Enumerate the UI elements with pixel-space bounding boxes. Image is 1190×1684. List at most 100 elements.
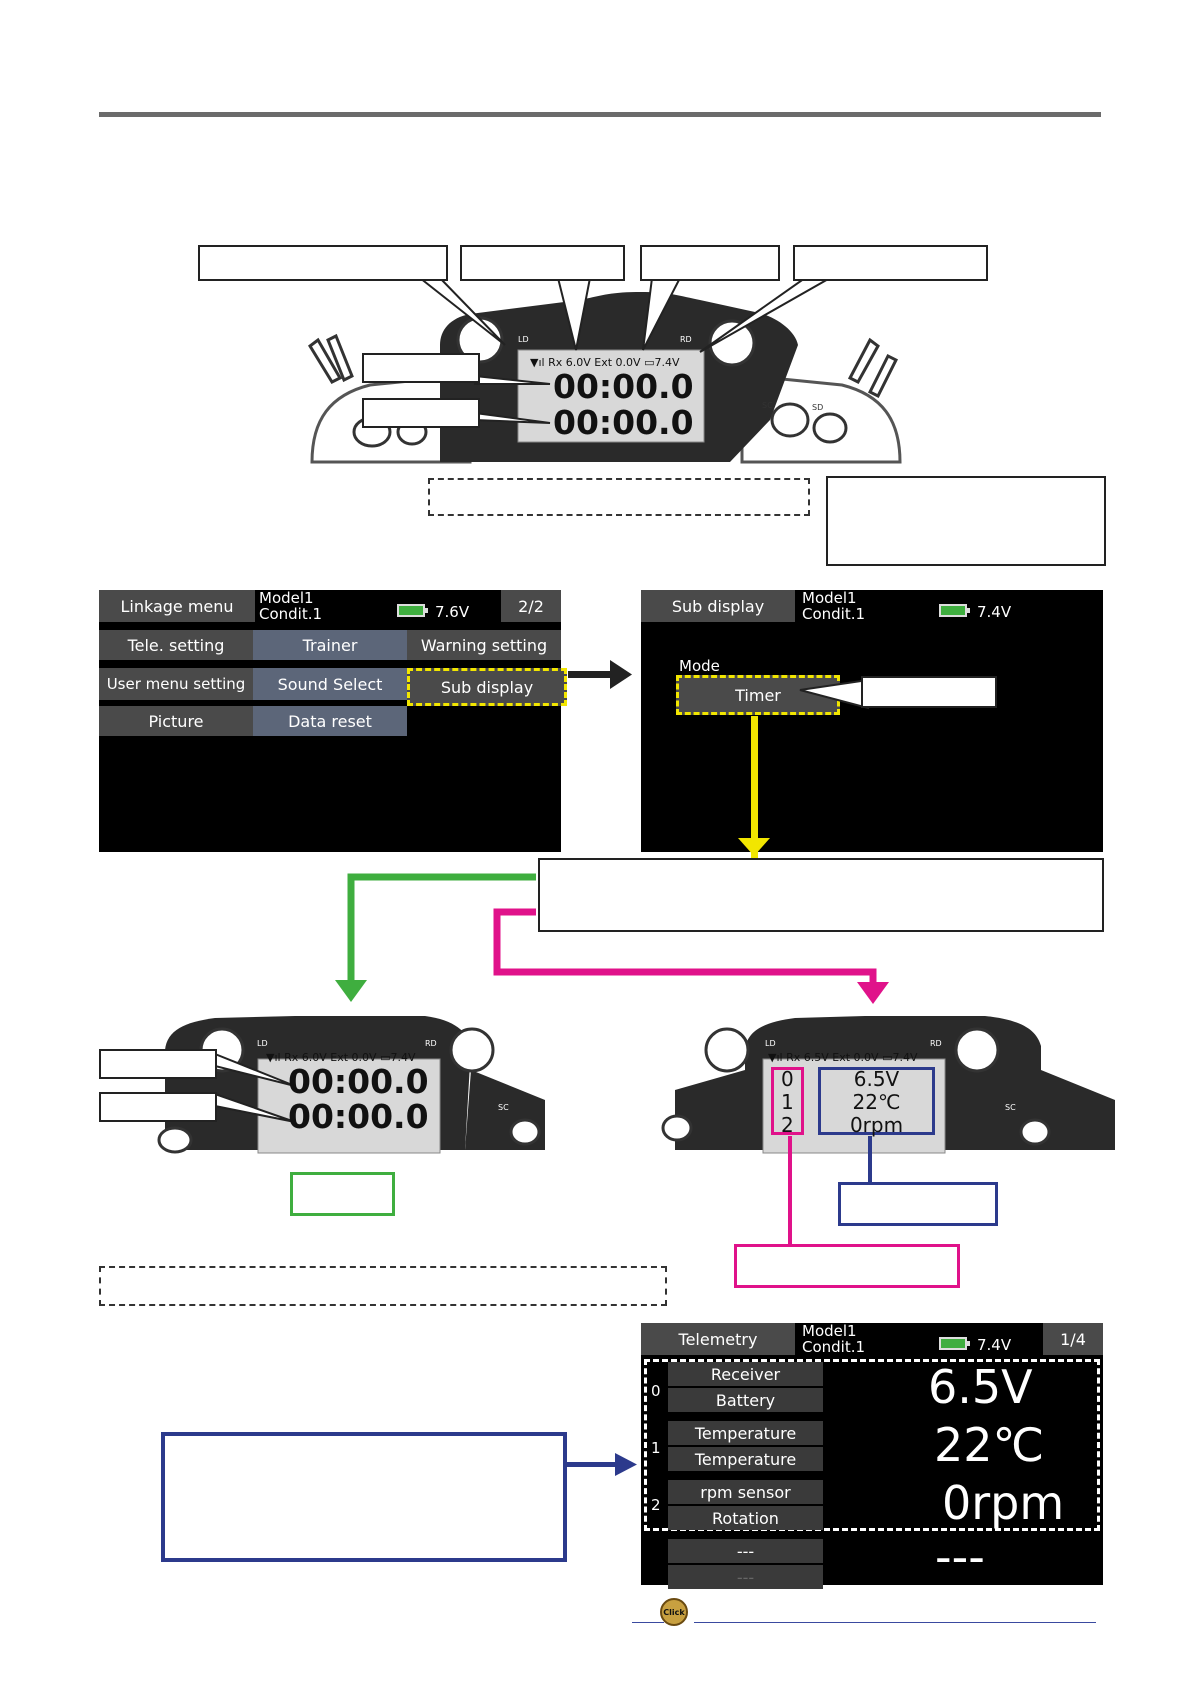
warning-setting-button[interactable]: Warning setting bbox=[407, 630, 561, 660]
tele-value-voltage: 6.5V bbox=[928, 1360, 1033, 1414]
user-menu-setting-button[interactable]: User menu setting bbox=[99, 668, 253, 700]
ext-voltage: 0.0V bbox=[351, 1051, 377, 1064]
svg-text:SC: SC bbox=[498, 1103, 509, 1112]
svg-text:RD: RD bbox=[425, 1039, 437, 1048]
tele-setting-button[interactable]: Tele. setting bbox=[99, 630, 253, 660]
svg-text:SC: SC bbox=[1005, 1103, 1016, 1112]
ext-label: Ext bbox=[594, 356, 613, 369]
top-timer2: 00:00.0 bbox=[553, 403, 694, 442]
dashed-note-box bbox=[428, 478, 810, 516]
rx-voltage: 6.5V bbox=[803, 1051, 829, 1064]
temperature-item[interactable]: Temperature bbox=[668, 1447, 823, 1471]
click-icon[interactable]: Click bbox=[660, 1598, 688, 1626]
callout-timer2 bbox=[362, 398, 480, 428]
rx-label: Rx bbox=[786, 1051, 801, 1064]
callout-mode bbox=[861, 676, 997, 708]
telemetry-index-list: 0 1 2 bbox=[781, 1068, 794, 1137]
footer-rule-left bbox=[632, 1622, 664, 1623]
index-1: 1 bbox=[781, 1090, 794, 1114]
receiver-item[interactable]: Receiver bbox=[668, 1362, 823, 1386]
transmitter-illustration: LD RD SC SD bbox=[308, 277, 902, 464]
sub-condition: Condit.1 bbox=[802, 605, 866, 623]
top-timer1: 00:00.0 bbox=[553, 367, 694, 406]
rd-knob-icon bbox=[449, 1027, 495, 1073]
empty-item-1[interactable]: --- bbox=[668, 1539, 823, 1563]
rx-voltage: 6.0V bbox=[565, 356, 591, 369]
header-rule bbox=[99, 112, 1101, 117]
callout-timer2-lower bbox=[99, 1092, 217, 1122]
sound-select-button[interactable]: Sound Select bbox=[253, 668, 407, 700]
tele-value-temperature: 22℃ bbox=[934, 1418, 1045, 1472]
callout-tx-voltage bbox=[793, 245, 988, 281]
linkage-voltage: 7.6V bbox=[435, 603, 470, 621]
svg-text:LD: LD bbox=[257, 1039, 268, 1048]
ext-label: Ext bbox=[832, 1051, 851, 1064]
dashed-note-box-lower bbox=[99, 1266, 667, 1306]
battery-item[interactable]: Battery bbox=[668, 1388, 823, 1412]
callout-rx-voltage bbox=[460, 245, 625, 281]
data-reset-button[interactable]: Data reset bbox=[253, 706, 407, 736]
mode-timer-button[interactable]: Timer bbox=[676, 675, 840, 715]
top-status-bar: ▼ıl Rx 6.0V Ext 0.0V ▭7.4V bbox=[530, 356, 680, 369]
tele-value-empty: --- bbox=[935, 1530, 985, 1584]
slot-index-2: 2 bbox=[651, 1496, 661, 1514]
sub-model: Model1 bbox=[802, 589, 857, 607]
ext-voltage: 0.0V bbox=[853, 1051, 879, 1064]
battery-icon bbox=[939, 1337, 970, 1350]
value-2: 0rpm bbox=[849, 1113, 904, 1137]
tele-page-indicator[interactable]: 1/4 bbox=[1043, 1323, 1103, 1355]
telemetry-index-box bbox=[771, 1067, 804, 1135]
rx-label: Rx bbox=[284, 1051, 299, 1064]
slot-number-label-box bbox=[734, 1244, 960, 1288]
timer-mode-label-box bbox=[290, 1172, 395, 1216]
callout-timer1-lower bbox=[99, 1049, 217, 1079]
sub-display-title[interactable]: Sub display bbox=[641, 590, 795, 622]
telemetry-value-box bbox=[818, 1067, 935, 1135]
rotation-item[interactable]: Rotation bbox=[668, 1506, 823, 1530]
rpm-sensor-item[interactable]: rpm sensor bbox=[668, 1480, 823, 1504]
temperature-sensor-item[interactable]: Temperature bbox=[668, 1421, 823, 1445]
sub-voltage: 7.4V bbox=[977, 603, 1012, 621]
tx-voltage: 7.4V bbox=[654, 356, 680, 369]
index-0: 0 bbox=[781, 1067, 794, 1091]
linkage-menu-title[interactable]: Linkage menu bbox=[99, 590, 255, 622]
linkage-condition: Condit.1 bbox=[259, 605, 323, 623]
ext-voltage: 0.0V bbox=[615, 356, 641, 369]
linkage-menu-screen: Linkage menu Model1 Condit.1 7.6V 2/2 Te… bbox=[99, 589, 567, 852]
svg-text:LD: LD bbox=[518, 335, 529, 344]
note-box-right bbox=[826, 476, 1106, 566]
lower-timer1: 00:00.0 bbox=[288, 1062, 429, 1101]
callout-timer1 bbox=[362, 353, 480, 383]
sub-display-screen: Sub display Model1 Condit.1 7.4V Mode Ti… bbox=[641, 590, 1103, 852]
lower-timer2: 00:00.0 bbox=[288, 1097, 429, 1136]
antenna-icon: ▼ıl bbox=[266, 1051, 281, 1064]
sub-display-button[interactable]: Sub display bbox=[407, 668, 567, 706]
telemetry-title[interactable]: Telemetry bbox=[641, 1323, 795, 1355]
trainer-button[interactable]: Trainer bbox=[253, 630, 407, 660]
tele-condition: Condit.1 bbox=[802, 1338, 866, 1356]
telemetry-note-box bbox=[161, 1432, 567, 1562]
linkage-model: Model1 bbox=[259, 589, 314, 607]
right-arrow-icon bbox=[568, 660, 632, 689]
sensor-value-label-box bbox=[838, 1182, 998, 1226]
sub-display-annotations bbox=[738, 678, 869, 859]
rd-knob-icon bbox=[708, 319, 756, 367]
rx-voltage: 6.0V bbox=[301, 1051, 327, 1064]
mode-arrows bbox=[335, 873, 889, 1004]
battery-icon bbox=[939, 604, 970, 617]
value-1: 22℃ bbox=[852, 1090, 901, 1114]
page-indicator[interactable]: 2/2 bbox=[501, 590, 561, 622]
ext-label: Ext bbox=[330, 1051, 349, 1064]
rd-knob-icon bbox=[954, 1027, 1000, 1073]
battery-icon: ▭ bbox=[882, 1051, 893, 1064]
battery-icon: ▭ bbox=[380, 1051, 391, 1064]
picture-button[interactable]: Picture bbox=[99, 706, 253, 736]
telemetry-leader-lines bbox=[788, 1136, 872, 1246]
index-2: 2 bbox=[781, 1113, 794, 1137]
timer-transmitter-illustration: LD RD SC bbox=[157, 1016, 545, 1154]
svg-text:RD: RD bbox=[930, 1039, 942, 1048]
empty-item-2[interactable]: --- bbox=[668, 1565, 823, 1589]
svg-text:LD: LD bbox=[765, 1039, 776, 1048]
battery-icon: ▭ bbox=[644, 356, 655, 369]
info-box-modes bbox=[538, 858, 1104, 932]
